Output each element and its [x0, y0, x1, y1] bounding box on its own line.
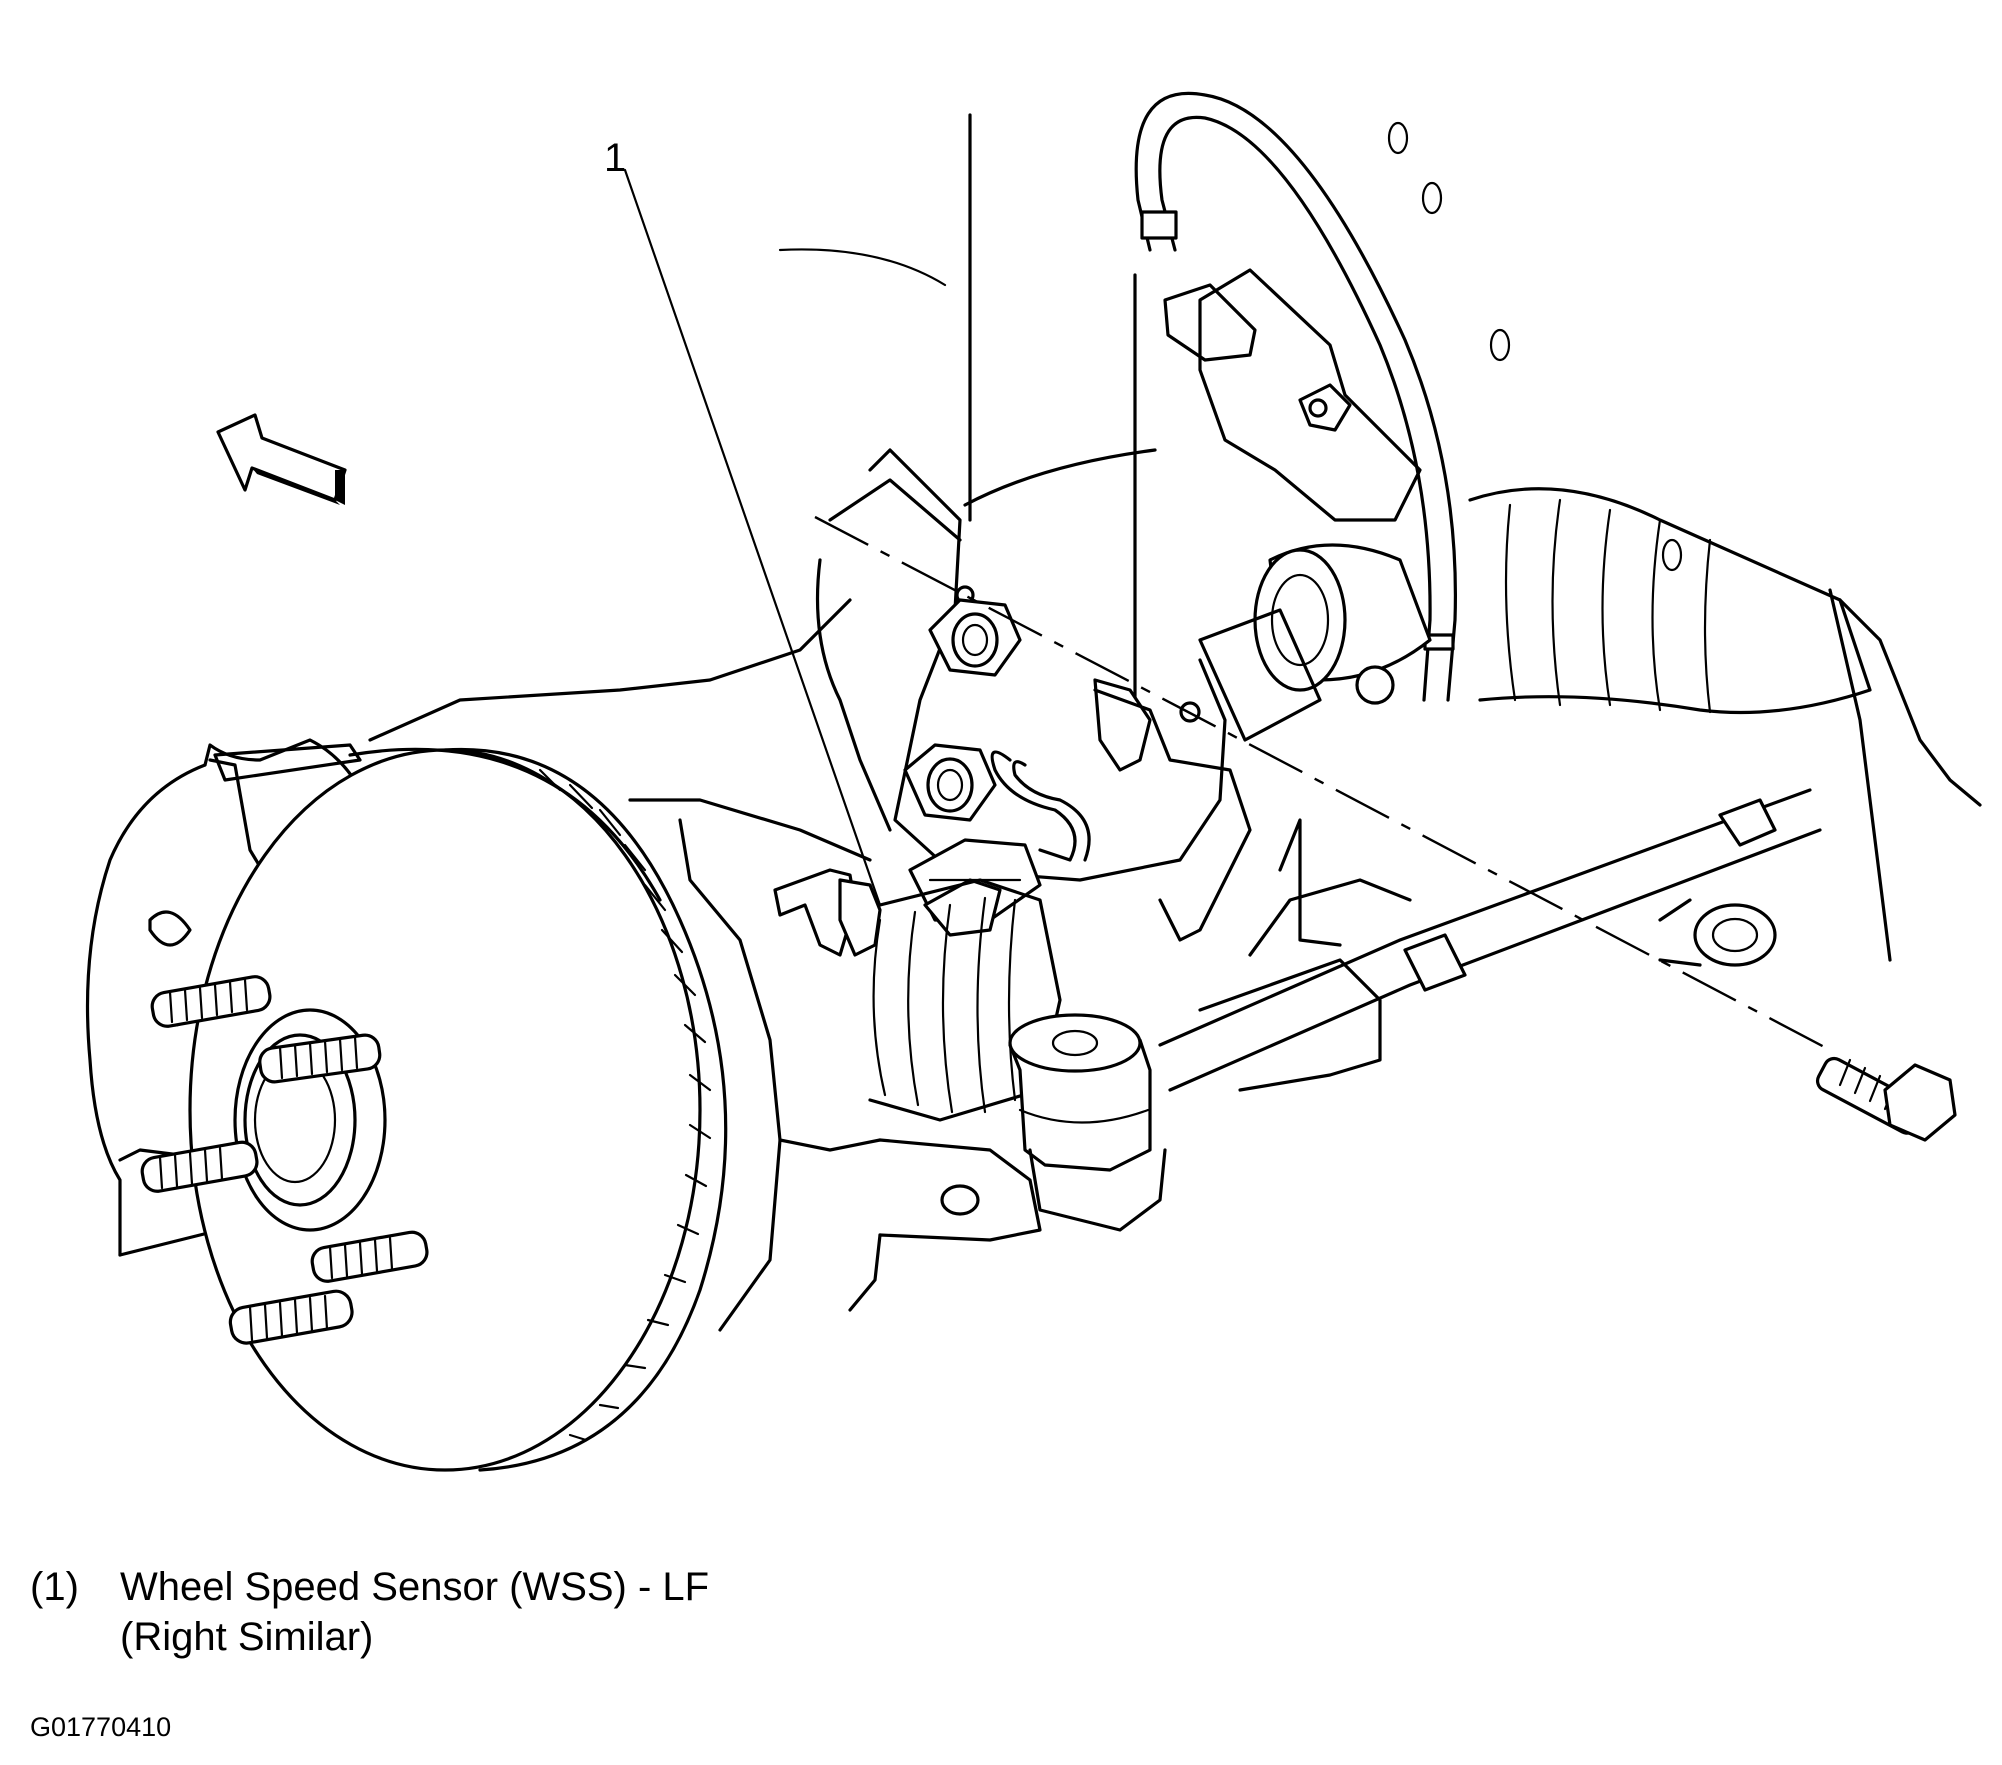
callout-number-1: 1 [604, 136, 627, 180]
mounting-bolt [814, 515, 1957, 1142]
brake-rotor [188, 743, 728, 1472]
front-direction-arrow [216, 413, 347, 505]
sensor-clip [773, 868, 882, 957]
body-holes [1387, 121, 1683, 572]
steering-rack-boot [1468, 487, 1982, 962]
suspension-illustration [85, 91, 1982, 1472]
wheel-stud [310, 1230, 429, 1283]
knuckle-plate [815, 448, 1252, 942]
upper-nut [928, 598, 1022, 677]
wheel-speed-sensor [908, 838, 1042, 937]
sensor-cable [1134, 91, 1457, 702]
tie-rod [1158, 788, 1822, 1092]
lower-nut [903, 743, 997, 822]
sensor-wire-loop [990, 750, 1091, 862]
lower-bushing [1658, 898, 1777, 967]
strut-assembly [778, 113, 1157, 702]
callout-leader-1 [623, 168, 882, 907]
wheel-studs [140, 975, 429, 1345]
wheel-stud [150, 975, 272, 1028]
tie-rod-end [1008, 1013, 1167, 1232]
rotor-vents [538, 768, 712, 1442]
wheel-stud [228, 1289, 354, 1345]
sensor-bracket [1198, 268, 1422, 522]
legend-row: (1) Wheel Speed Sensor (WSS) - LF [30, 1562, 709, 1612]
steering-knuckle [1198, 543, 1432, 742]
cv-axle-boot [858, 878, 1062, 1122]
wheel-stud [258, 1033, 382, 1084]
legend-item-label: Wheel Speed Sensor (WSS) - LF [120, 1565, 710, 1609]
steering-arm [878, 1138, 1042, 1242]
wheel-stud [140, 1140, 259, 1193]
legend-item-note: (Right Similar) [120, 1615, 374, 1659]
figure-code: G01770410 [30, 1712, 172, 1742]
legend-item-number: (1) [30, 1565, 79, 1609]
legend: (1) Wheel Speed Sensor (WSS) - LF (Right … [30, 1562, 709, 1662]
axle-housing [368, 598, 882, 1332]
